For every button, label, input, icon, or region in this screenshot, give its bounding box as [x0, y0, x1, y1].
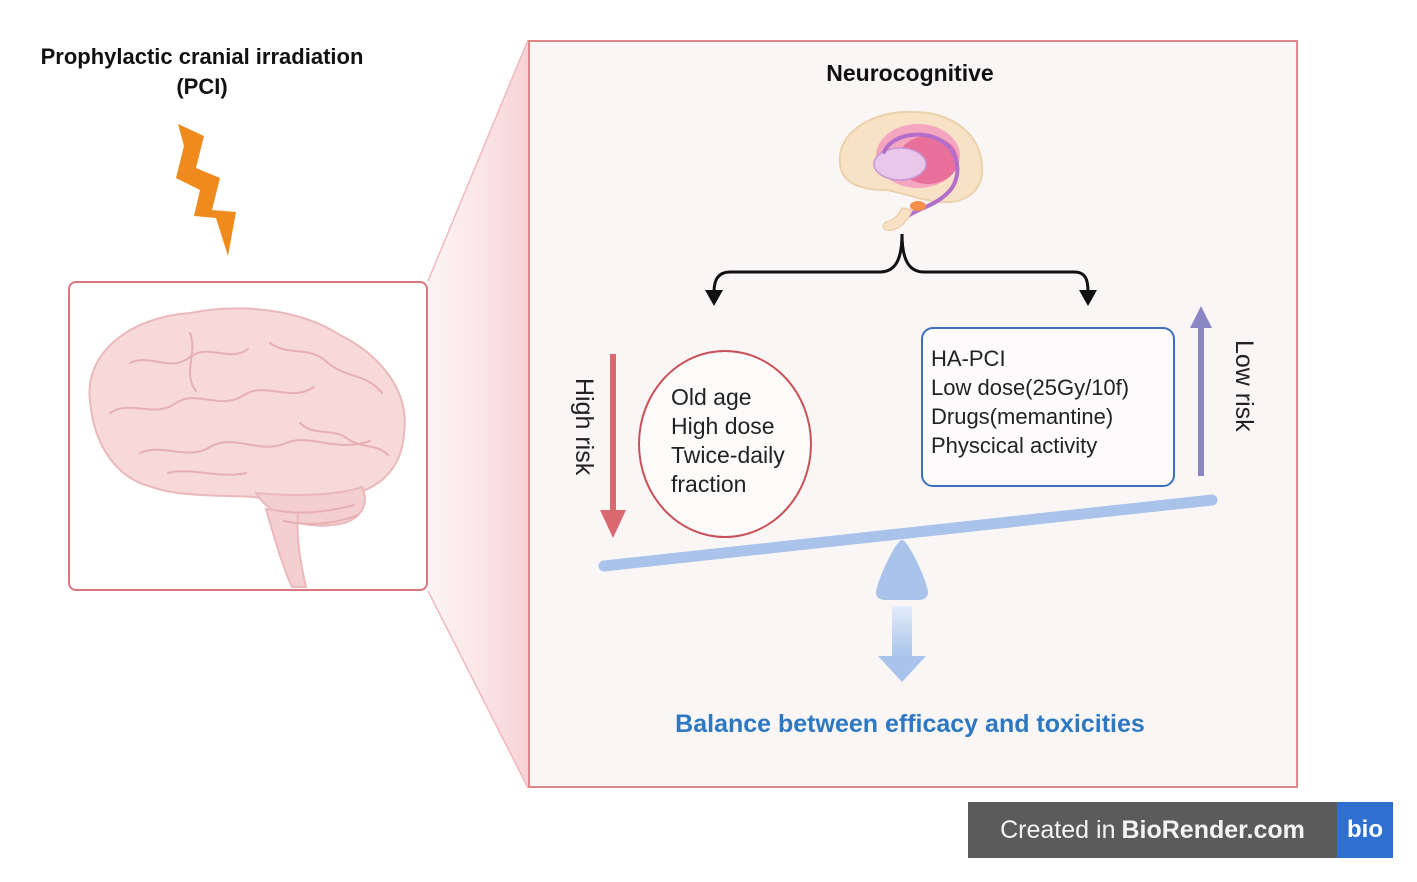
high-risk-label: High risk	[570, 378, 598, 476]
mitigation-item: Drugs(memantine)	[931, 404, 1114, 429]
low-risk-arrow	[1190, 306, 1212, 476]
seesaw-icon	[598, 494, 1218, 682]
risk-factors-list: Old age High dose Twice-daily fraction	[671, 383, 785, 499]
brain-box	[68, 281, 428, 591]
risk-factor-item: Twice-daily	[671, 442, 785, 468]
low-risk-label: Low risk	[1230, 340, 1258, 432]
risk-factor-item: fraction	[671, 471, 747, 497]
biorender-logo-icon: bio	[1337, 802, 1393, 858]
badge-text: Created in BioRender.com	[968, 802, 1337, 858]
mitigation-item: HA-PCI	[931, 346, 1006, 371]
branch-arrows	[705, 233, 1097, 306]
mitigation-item: Low dose(25Gy/10f)	[931, 375, 1130, 400]
biorender-badge[interactable]: Created in BioRender.com bio	[968, 802, 1393, 858]
mitigation-list: HA-PCI Low dose(25Gy/10f) Drugs(memantin…	[931, 344, 1129, 460]
high-risk-arrow	[600, 354, 626, 538]
risk-factors-circle	[638, 350, 812, 538]
pci-title: Prophylactic cranial irradiation (PCI)	[0, 42, 404, 102]
brain-icon	[88, 307, 406, 588]
mitigation-item: Physcical activity	[931, 433, 1098, 458]
risk-factor-item: High dose	[671, 413, 775, 439]
neurocognitive-title: Neurocognitive	[826, 60, 994, 86]
mitigation-box	[921, 327, 1175, 487]
balance-caption: Balance between efficacy and toxicities	[675, 710, 1145, 738]
risk-factor-item: Old age	[671, 384, 752, 410]
lightning-icon	[176, 124, 236, 256]
brain-cross-section-icon	[838, 110, 984, 232]
pci-title-line2: (PCI)	[176, 74, 228, 99]
badge-prefix: Created in	[1000, 815, 1116, 844]
badge-brand: BioRender.com	[1121, 815, 1305, 844]
pci-title-line1: Prophylactic cranial irradiation	[40, 44, 364, 69]
